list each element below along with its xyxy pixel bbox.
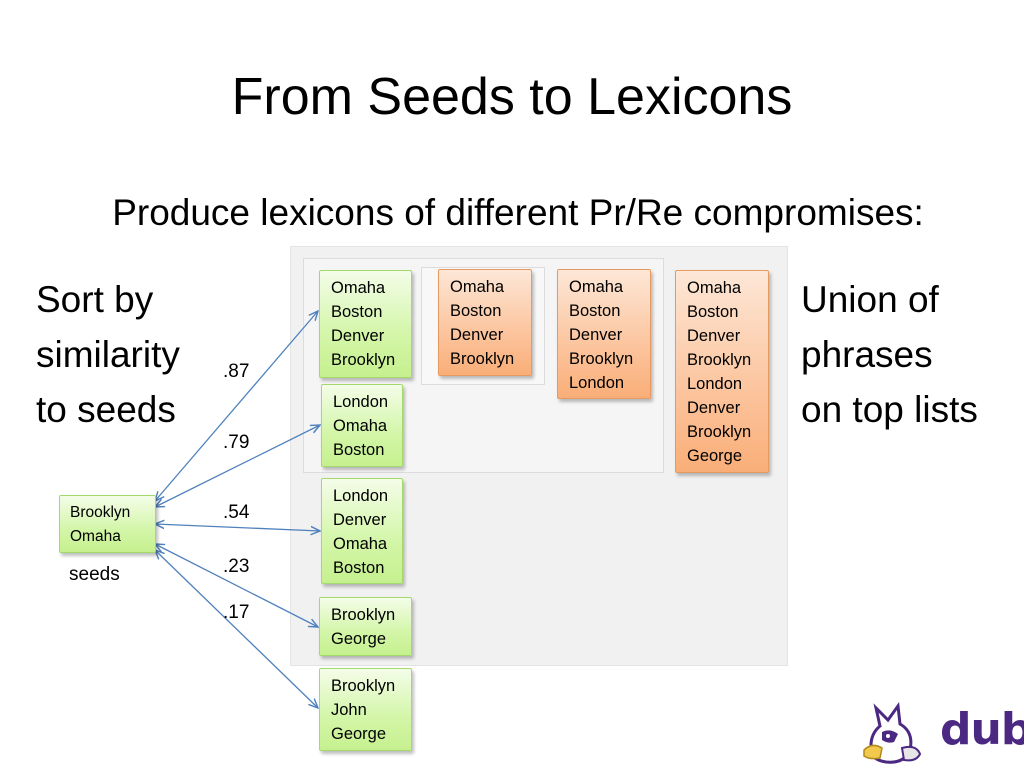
lexicon-term: George	[687, 447, 743, 465]
lexicon-term: Boston	[450, 302, 502, 320]
list-term: Brooklyn	[331, 606, 396, 624]
list-term: London	[333, 487, 389, 505]
seed-term: Omaha	[70, 528, 121, 545]
list-term: Boston	[331, 303, 383, 321]
right-caption-line: phrases	[801, 334, 933, 375]
similarity-score: .23	[223, 556, 250, 577]
list-term: Brooklyn	[331, 677, 396, 695]
candidate-list: London Denver Omaha Boston	[321, 478, 403, 584]
left-caption-line: Sort by	[36, 279, 154, 320]
lexicon-term: Brooklyn	[569, 350, 634, 368]
union-lexicon: Omaha Boston Denver Brooklyn London Denv…	[675, 270, 769, 473]
candidate-list: London Omaha Boston	[321, 384, 403, 467]
candidate-list: Omaha Boston Denver Brooklyn	[319, 270, 412, 378]
union-lexicon: Omaha Boston Denver Brooklyn	[438, 269, 532, 376]
lexicon-term: Omaha	[687, 279, 742, 297]
right-caption-line: on top lists	[801, 389, 978, 430]
list-term: George	[331, 630, 387, 648]
seed-term: Brooklyn	[70, 504, 131, 521]
dub-logo-text: dub	[940, 704, 1024, 755]
left-caption: Sort by similarity to seeds	[36, 272, 180, 437]
slide-subtitle: Produce lexicons of different Pr/Re comp…	[112, 192, 924, 233]
lexicon-term: Omaha	[450, 278, 505, 296]
lexicon-term: Boston	[569, 302, 621, 320]
right-caption-line: Union of	[801, 279, 939, 320]
lexicon-term: London	[569, 374, 625, 392]
lexicon-term: Denver	[687, 399, 741, 417]
list-term: Denver	[333, 511, 387, 529]
lexicon-term: Boston	[687, 303, 739, 321]
list-term: London	[333, 393, 389, 411]
lexicon-term: Denver	[450, 326, 504, 344]
lexicon-term: Omaha	[569, 278, 624, 296]
seed-box: Brooklyn Omaha	[59, 495, 156, 553]
lexicon-term: Denver	[569, 326, 623, 344]
seeds-label: seeds	[69, 564, 120, 585]
lexicon-term: Brooklyn	[687, 423, 752, 441]
list-term: John	[331, 701, 367, 719]
left-caption-line: similarity	[36, 334, 180, 375]
left-caption-line: to seeds	[36, 389, 176, 430]
candidate-list: Brooklyn George	[319, 597, 412, 656]
list-term: Boston	[333, 559, 385, 577]
similarity-score: .79	[223, 432, 250, 453]
dub-husky-logo-icon	[863, 701, 922, 764]
list-term: Brooklyn	[331, 351, 396, 369]
list-term: Omaha	[333, 417, 388, 435]
right-caption: Union of phrases on top lists	[801, 272, 978, 437]
similarity-score: .87	[223, 361, 250, 382]
similarity-score: .54	[223, 502, 250, 523]
list-term: Omaha	[333, 535, 388, 553]
list-term: Boston	[333, 441, 385, 459]
list-term: Denver	[331, 327, 385, 345]
list-term: Omaha	[331, 279, 386, 297]
similarity-score: .17	[223, 602, 250, 623]
lexicon-term: Brooklyn	[687, 351, 752, 369]
union-lexicon: Omaha Boston Denver Brooklyn London	[557, 269, 651, 399]
slide-title: From Seeds to Lexicons	[231, 68, 793, 126]
candidate-list: Brooklyn John George	[319, 668, 412, 751]
lexicon-term: London	[687, 375, 743, 393]
lexicon-term: Brooklyn	[450, 350, 515, 368]
lexicon-term: Denver	[687, 327, 741, 345]
list-term: George	[331, 725, 387, 743]
